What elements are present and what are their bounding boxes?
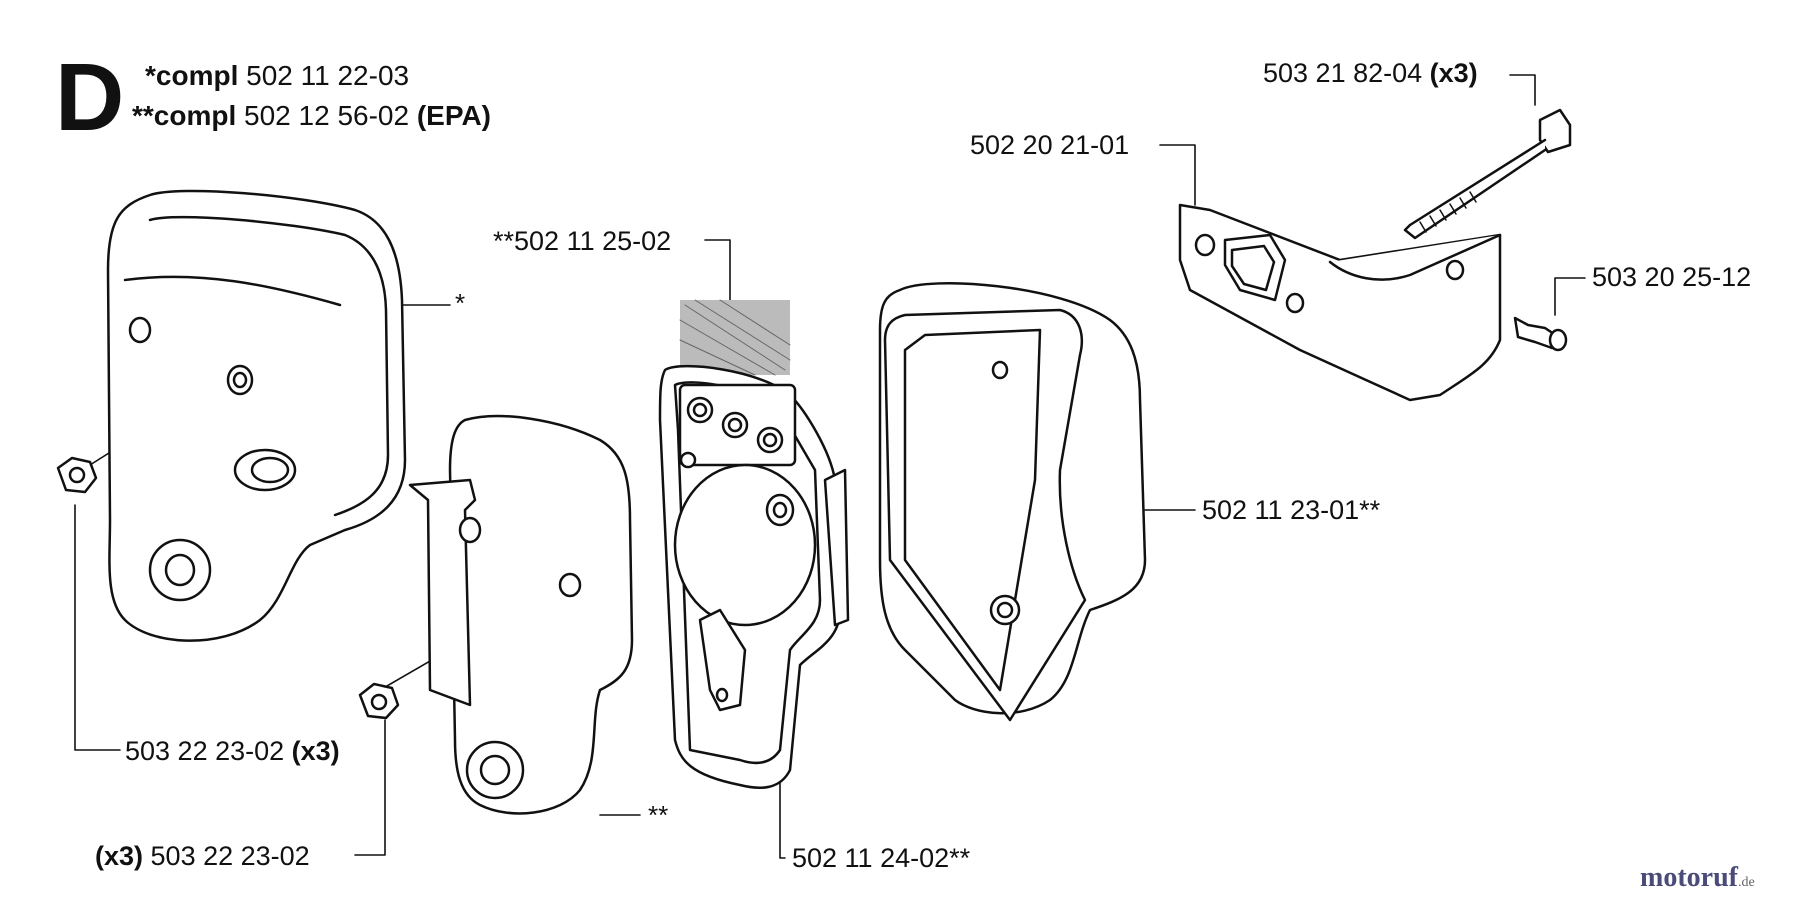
- part-number: 502 11 24-02**: [792, 843, 971, 873]
- quantity: (x3): [291, 736, 340, 766]
- spark-arrestor-screen: [679, 299, 791, 376]
- part-number: 503 22 23-02: [125, 736, 285, 766]
- quantity: (x3): [95, 841, 144, 871]
- long-bolt: [1403, 108, 1572, 240]
- assembly-line-1: *compl 502 11 22-03: [145, 62, 409, 90]
- mark-cover-double-star: **: [648, 800, 669, 830]
- callout-nut-lower: (x3) 503 22 23-02: [95, 843, 310, 870]
- nut-left: [56, 456, 98, 494]
- watermark-brand: motoruf: [1640, 862, 1738, 893]
- callout-bracket: 502 20 21-01: [970, 132, 1129, 159]
- assembly-prefix: **compl: [132, 100, 237, 131]
- deflector-plate: [658, 364, 850, 789]
- assembly-part-number: 502 11 22-03: [246, 60, 410, 91]
- part-number: 503 21 82-04: [1263, 58, 1423, 88]
- assembly-prefix: *compl: [145, 60, 239, 91]
- muffler-body: [878, 282, 1147, 722]
- callout-bolt: 503 21 82-04 (x3): [1263, 60, 1478, 87]
- watermark-logo: motoruf.de: [1640, 862, 1755, 894]
- section-letter: D: [55, 44, 125, 151]
- watermark-tld: .de: [1737, 875, 1755, 890]
- mark-cover-star: *: [455, 288, 466, 318]
- muffler-cover-double-star: [408, 414, 634, 815]
- part-number: 503 20 25-12: [1592, 262, 1752, 292]
- callout-deflector-plate: 502 11 24-02**: [792, 845, 970, 872]
- callout-screw: 503 20 25-12: [1592, 264, 1751, 291]
- assembly-part-number: 502 12 56-02: [244, 100, 410, 131]
- part-number: **502 11 25-02: [493, 226, 672, 256]
- callout-screen: **502 11 25-02: [493, 228, 671, 255]
- callout-nut-upper: 503 22 23-02 (x3): [125, 738, 340, 765]
- assembly-line-2: **compl 502 12 56-02 (EPA): [132, 102, 491, 130]
- bracket: [1178, 203, 1502, 402]
- part-number: 503 22 23-02: [150, 841, 310, 871]
- callout-muffler-body: 502 11 23-01**: [1202, 497, 1380, 524]
- muffler-cover-star: [106, 189, 407, 642]
- quantity: (x3): [1429, 58, 1478, 88]
- part-number: 502 20 21-01: [970, 130, 1130, 160]
- part-number: 502 11 23-01**: [1202, 495, 1381, 525]
- assembly-suffix: (EPA): [416, 100, 492, 131]
- nut-center: [358, 682, 400, 720]
- small-screw: [1513, 316, 1568, 352]
